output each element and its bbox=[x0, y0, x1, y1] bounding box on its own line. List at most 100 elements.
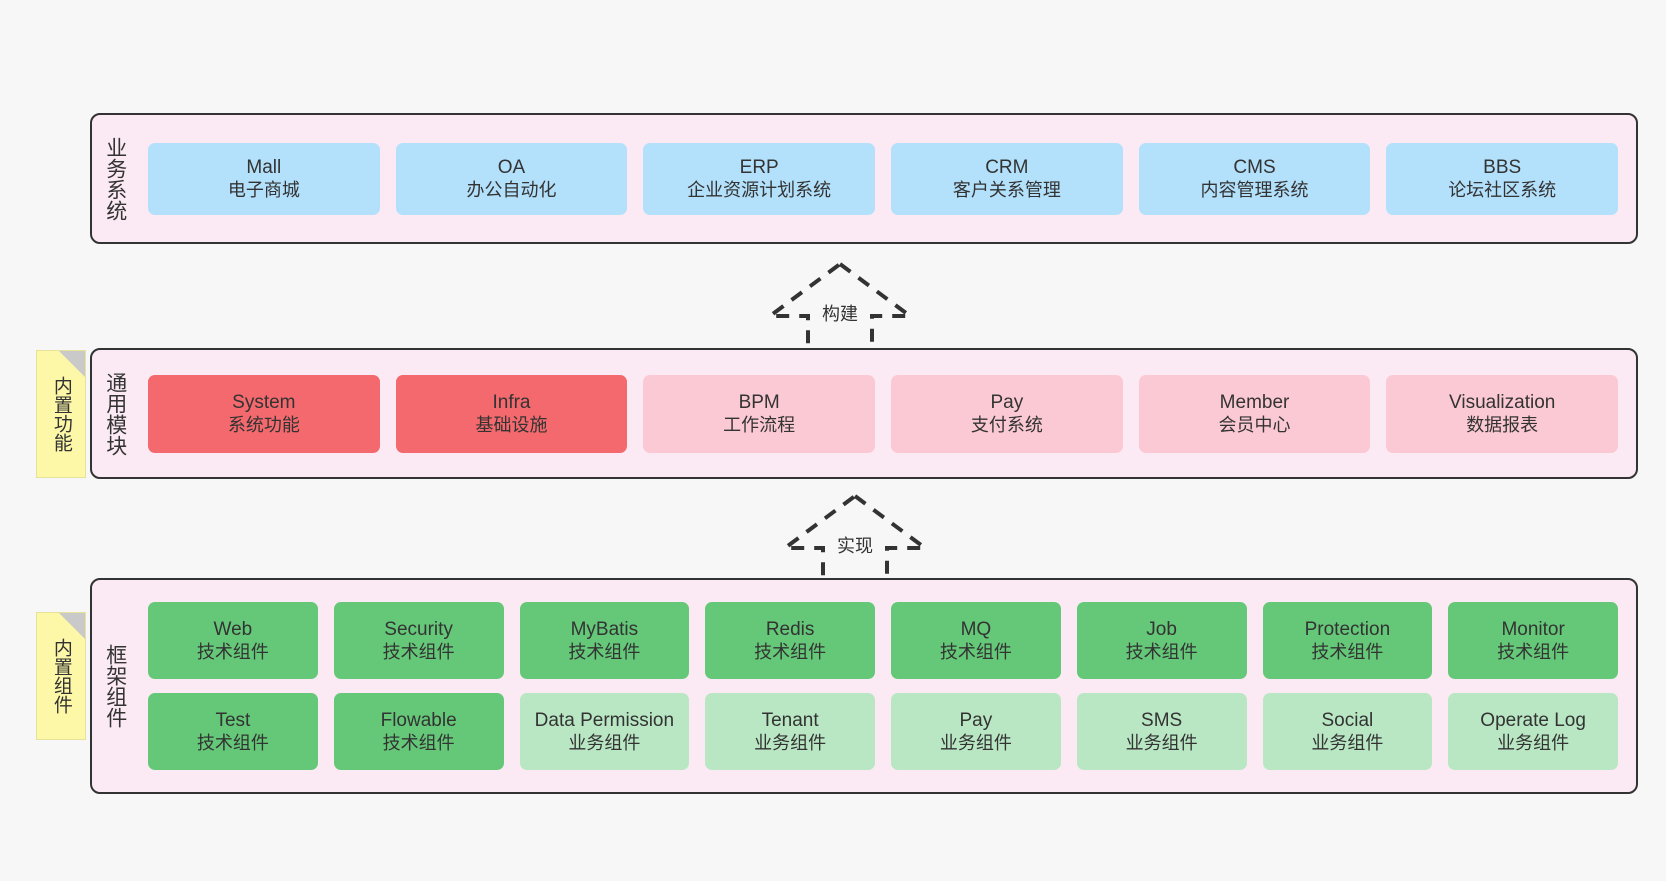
node-operate-log[interactable]: Operate Log 业务组件 bbox=[1448, 693, 1618, 770]
layer-row: System 系统功能 Infra 基础设施 BPM 工作流程 Pay 支付系统… bbox=[148, 374, 1619, 453]
node-monitor[interactable]: Monitor 技术组件 bbox=[1448, 602, 1618, 679]
node-protection[interactable]: Protection 技术组件 bbox=[1262, 602, 1433, 679]
node-title-en: CMS bbox=[1233, 156, 1276, 178]
node-test[interactable]: Test 技术组件 bbox=[148, 693, 318, 770]
node-title-en: OA bbox=[497, 156, 526, 178]
node-title-cn: 会员中心 bbox=[1218, 415, 1291, 436]
node-title-cn: 技术组件 bbox=[382, 733, 455, 754]
node-redis[interactable]: Redis 技术组件 bbox=[705, 602, 875, 679]
node-tenant[interactable]: Tenant 业务组件 bbox=[705, 693, 875, 770]
node-title-en: Tenant bbox=[761, 709, 819, 731]
node-title-cn: 业务组件 bbox=[1497, 733, 1570, 754]
node-system[interactable]: System 系统功能 bbox=[148, 374, 380, 453]
node-title-cn: 业务组件 bbox=[1311, 733, 1384, 754]
node-title-en: Web bbox=[213, 618, 253, 640]
layer-row: Web 技术组件 Security 技术组件 MyBatis 技术组件 Redi… bbox=[148, 602, 1618, 679]
node-title-cn: 技术组件 bbox=[1497, 642, 1570, 663]
node-title-en: Pay bbox=[959, 709, 993, 731]
node-title-en: MQ bbox=[960, 618, 992, 640]
node-title-cn: 技术组件 bbox=[382, 642, 455, 663]
node-title-en: Mall bbox=[246, 156, 282, 178]
layer-title-business: 业务系统 bbox=[103, 136, 127, 221]
node-mall[interactable]: Mall 电子商城 bbox=[148, 142, 380, 215]
node-bbs[interactable]: BBS 论坛社区系统 bbox=[1386, 142, 1619, 215]
node-title-en: Job bbox=[1146, 618, 1177, 640]
node-title-cn: 技术组件 bbox=[196, 642, 269, 663]
node-title-cn: 客户关系管理 bbox=[952, 180, 1061, 201]
node-title-en: MyBatis bbox=[570, 618, 639, 640]
node-title-en: SMS bbox=[1141, 709, 1183, 731]
node-title-cn: 系统功能 bbox=[227, 415, 300, 436]
layer-common-modules: 通用模块 System 系统功能 Infra 基础设施 BPM 工作流程 Pay… bbox=[90, 348, 1638, 479]
node-title-en: ERP bbox=[739, 156, 779, 178]
node-title-cn: 业务组件 bbox=[1125, 733, 1198, 754]
node-pay-component[interactable]: Pay 业务组件 bbox=[891, 693, 1061, 770]
node-title-cn: 业务组件 bbox=[754, 733, 827, 754]
node-title-cn: 技术组件 bbox=[196, 733, 269, 754]
node-title-en: CRM bbox=[985, 156, 1029, 178]
node-title-en: Monitor bbox=[1501, 618, 1565, 640]
node-title-en: BPM bbox=[738, 391, 780, 413]
node-title-cn: 支付系统 bbox=[970, 415, 1043, 436]
node-title-cn: 办公自动化 bbox=[466, 180, 557, 201]
node-title-en: Infra bbox=[492, 391, 531, 413]
node-oa[interactable]: OA 办公自动化 bbox=[395, 142, 628, 215]
node-title-cn: 技术组件 bbox=[754, 642, 827, 663]
layer-body-modules: System 系统功能 Infra 基础设施 BPM 工作流程 Pay 支付系统… bbox=[138, 350, 1636, 477]
node-flowable[interactable]: Flowable 技术组件 bbox=[333, 693, 504, 770]
sticky-note-label: 内置功能 bbox=[50, 376, 72, 452]
node-title-en: Flowable bbox=[380, 709, 457, 731]
node-title-en: Test bbox=[215, 709, 251, 731]
node-crm[interactable]: CRM 客户关系管理 bbox=[891, 142, 1123, 215]
node-visualization[interactable]: Visualization 数据报表 bbox=[1386, 374, 1619, 453]
node-title-cn: 内容管理系统 bbox=[1200, 180, 1309, 201]
layer-title-modules: 通用模块 bbox=[103, 371, 127, 456]
node-social[interactable]: Social 业务组件 bbox=[1262, 693, 1433, 770]
node-title-cn: 技术组件 bbox=[1125, 642, 1198, 663]
node-erp[interactable]: ERP 企业资源计划系统 bbox=[643, 142, 876, 215]
node-title-en: BBS bbox=[1483, 156, 1522, 178]
node-sms[interactable]: SMS 业务组件 bbox=[1076, 693, 1247, 770]
node-title-cn: 企业资源计划系统 bbox=[687, 180, 832, 201]
node-title-cn: 业务组件 bbox=[939, 733, 1012, 754]
node-job[interactable]: Job 技术组件 bbox=[1076, 602, 1247, 679]
node-title-cn: 基础设施 bbox=[475, 415, 548, 436]
node-title-cn: 技术组件 bbox=[939, 642, 1012, 663]
layer-body-business: Mall 电子商城 OA 办公自动化 ERP 企业资源计划系统 CRM 客户关系… bbox=[138, 115, 1636, 242]
node-title-en: Member bbox=[1219, 391, 1290, 413]
node-title-en: Redis bbox=[765, 618, 815, 640]
sticky-note-label: 内置组件 bbox=[50, 638, 72, 714]
node-mybatis[interactable]: MyBatis 技术组件 bbox=[519, 602, 690, 679]
sticky-note-builtin-features: 内置功能 bbox=[36, 350, 86, 478]
node-security[interactable]: Security 技术组件 bbox=[333, 602, 504, 679]
arrow-realize-label: 实现 bbox=[837, 536, 873, 556]
layer-title-framework: 框架组件 bbox=[103, 644, 127, 728]
layer-row: Test 技术组件 Flowable 技术组件 Data Permission … bbox=[148, 693, 1618, 770]
node-pay-module[interactable]: Pay 支付系统 bbox=[891, 374, 1123, 453]
node-title-en: Visualization bbox=[1449, 391, 1556, 413]
sticky-note-builtin-components: 内置组件 bbox=[36, 612, 86, 740]
layer-business-system: 业务系统 Mall 电子商城 OA 办公自动化 ERP 企业资源计划系统 CRM… bbox=[90, 113, 1638, 244]
node-title-cn: 工作流程 bbox=[723, 415, 796, 436]
layer-framework-components: 框架组件 Web 技术组件 Security 技术组件 MyBatis 技术组件… bbox=[90, 578, 1638, 794]
node-infra[interactable]: Infra 基础设施 bbox=[395, 374, 628, 453]
node-title-en: Data Permission bbox=[534, 709, 675, 731]
layer-body-framework: Web 技术组件 Security 技术组件 MyBatis 技术组件 Redi… bbox=[138, 580, 1636, 792]
node-member[interactable]: Member 会员中心 bbox=[1138, 374, 1371, 453]
node-title-cn: 论坛社区系统 bbox=[1448, 180, 1557, 201]
node-web[interactable]: Web 技术组件 bbox=[148, 602, 318, 679]
arrow-build-label: 构建 bbox=[822, 304, 858, 324]
node-title-cn: 技术组件 bbox=[568, 642, 641, 663]
node-data-permission[interactable]: Data Permission 业务组件 bbox=[519, 693, 690, 770]
node-title-cn: 数据报表 bbox=[1466, 415, 1539, 436]
node-title-cn: 业务组件 bbox=[568, 733, 641, 754]
node-cms[interactable]: CMS 内容管理系统 bbox=[1138, 142, 1371, 215]
node-bpm[interactable]: BPM 工作流程 bbox=[643, 374, 876, 453]
node-title-en: Security bbox=[384, 618, 453, 640]
node-title-en: Pay bbox=[990, 391, 1024, 413]
node-mq[interactable]: MQ 技术组件 bbox=[891, 602, 1061, 679]
arrow-build: 构建 bbox=[760, 258, 920, 354]
node-title-cn: 电子商城 bbox=[227, 180, 300, 201]
node-title-cn: 技术组件 bbox=[1311, 642, 1384, 663]
